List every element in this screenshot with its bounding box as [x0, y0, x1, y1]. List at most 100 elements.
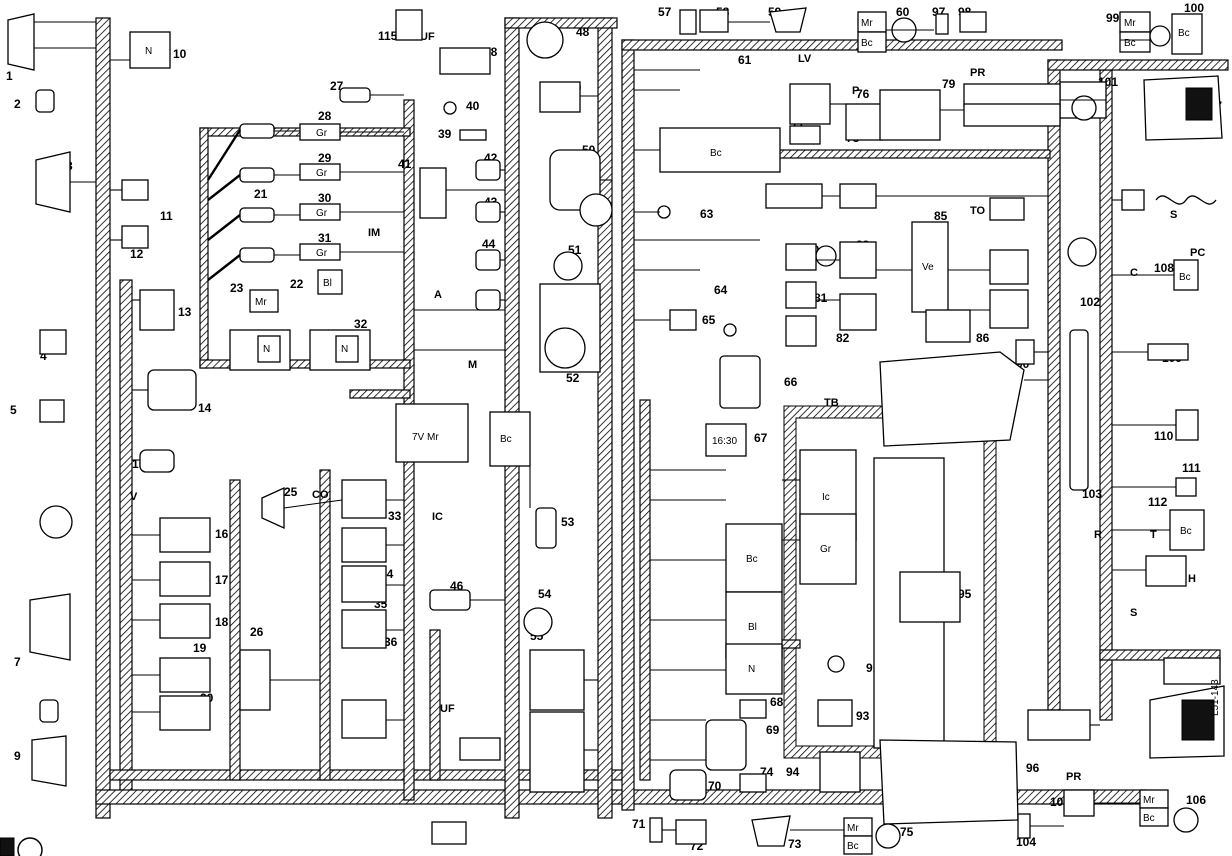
component-number: 25 — [284, 485, 298, 499]
headlamp-shape — [29, 593, 71, 661]
group-label: UF — [420, 31, 435, 43]
component-number: 52 — [566, 371, 580, 385]
component-number: 61 — [738, 53, 752, 67]
component-number: 31 — [318, 231, 332, 245]
group-label: R — [1094, 529, 1102, 541]
group-label: LV — [798, 53, 812, 65]
wires — [110, 21, 1176, 831]
group-label: P — [852, 85, 859, 97]
svg-text:Bc: Bc — [1180, 526, 1192, 537]
component-number: 17 — [215, 573, 229, 587]
fuse-box — [529, 649, 585, 711]
relay-box — [341, 699, 387, 739]
relay-box — [159, 695, 211, 731]
group-label: PR — [1066, 771, 1081, 783]
group-label: S — [1130, 607, 1137, 619]
component-number: 96 — [1026, 761, 1040, 775]
group-label: TO — [970, 205, 986, 217]
group-label: PC — [1190, 247, 1205, 259]
component-number: 53 — [561, 515, 575, 529]
svg-text:Bc: Bc — [1179, 272, 1191, 283]
component-number: 48 — [576, 25, 590, 39]
svg-text:Gr: Gr — [316, 168, 328, 179]
svg-text:Mr: Mr — [1124, 18, 1136, 29]
svg-text:7V Mr: 7V Mr — [412, 432, 439, 443]
group-label: TB — [824, 397, 839, 409]
component-number: 93 — [856, 709, 870, 723]
svg-text:Mr: Mr — [255, 297, 267, 308]
svg-text:Mr: Mr — [861, 18, 873, 29]
component-number: 18 — [215, 615, 229, 629]
relay-box — [159, 561, 211, 597]
svg-text:Bl: Bl — [323, 278, 332, 289]
svg-text:Bc: Bc — [746, 554, 758, 565]
component-number: 103 — [1082, 487, 1102, 501]
component-number: 69 — [766, 723, 780, 737]
component-number: 68 — [770, 695, 784, 709]
component-number: 54 — [538, 587, 552, 601]
component-number: 110 — [1154, 429, 1174, 443]
component-number: 19 — [193, 641, 207, 655]
component-number: 112 — [1148, 495, 1168, 509]
svg-text:16:30: 16:30 — [712, 436, 737, 447]
components: N Gr G — [7, 7, 1225, 855]
component-number: 71 — [632, 817, 646, 831]
component-number: 40 — [466, 99, 480, 113]
component-number: 81 — [814, 291, 828, 305]
component-number: 82 — [836, 331, 850, 345]
fuse-box — [529, 711, 585, 793]
component-number: 95 — [958, 587, 972, 601]
relay-box — [159, 657, 211, 693]
component-number: 13 — [178, 305, 192, 319]
component-number: 102 — [1080, 295, 1100, 309]
component-number: 28 — [318, 109, 332, 123]
svg-text:Ic: Ic — [822, 492, 830, 503]
component-number: 30 — [318, 191, 332, 205]
svg-text:N: N — [263, 344, 270, 355]
component-number: 1 — [6, 69, 13, 83]
component-number: 11 — [160, 209, 173, 223]
svg-text:N: N — [341, 344, 348, 355]
component-number: 29 — [318, 151, 332, 165]
svg-text:Mr: Mr — [847, 823, 859, 834]
connector-block — [799, 513, 857, 585]
svg-text:Bc: Bc — [1178, 28, 1190, 39]
headlamp-shape — [7, 13, 35, 71]
connector-block — [725, 643, 783, 695]
component-number: 21 — [254, 187, 268, 201]
relay-box — [159, 603, 211, 639]
component-number: 65 — [702, 313, 716, 327]
component-number: 12 — [130, 247, 144, 261]
group-label: A — [434, 289, 442, 301]
group-label: H — [1188, 573, 1196, 585]
component-number: 115 — [378, 29, 398, 43]
component-number: 10 — [173, 47, 187, 61]
group-label: UF — [440, 703, 455, 715]
component-number: 22 — [290, 277, 304, 291]
component-number: 23 — [230, 281, 244, 295]
svg-text:Bc: Bc — [1143, 813, 1155, 824]
component-number: 108 — [1154, 261, 1174, 275]
svg-text:Bc: Bc — [500, 434, 512, 445]
component-number: 79 — [942, 77, 956, 91]
component-number: 70 — [708, 779, 722, 793]
group-label: IC — [432, 511, 443, 523]
component-number: 66 — [784, 375, 798, 389]
component-number: 106 — [1186, 793, 1206, 807]
svg-text:Bc: Bc — [847, 841, 859, 852]
svg-text:Mr: Mr — [1143, 795, 1155, 806]
component-number: 39 — [438, 127, 452, 141]
component-number: 36 — [384, 635, 398, 649]
component-number: 63 — [700, 207, 714, 221]
group-label: S — [1170, 209, 1177, 221]
component-number: 44 — [482, 237, 496, 251]
connector-block — [725, 523, 783, 593]
component-number: 85 — [934, 209, 948, 223]
component-number: 16 — [215, 527, 229, 541]
component-number: 76 — [856, 87, 870, 101]
group-label: V — [130, 491, 138, 503]
svg-text:Gr: Gr — [316, 248, 328, 259]
component-number: 111 — [1182, 461, 1201, 475]
svg-text:Gr: Gr — [316, 208, 328, 219]
